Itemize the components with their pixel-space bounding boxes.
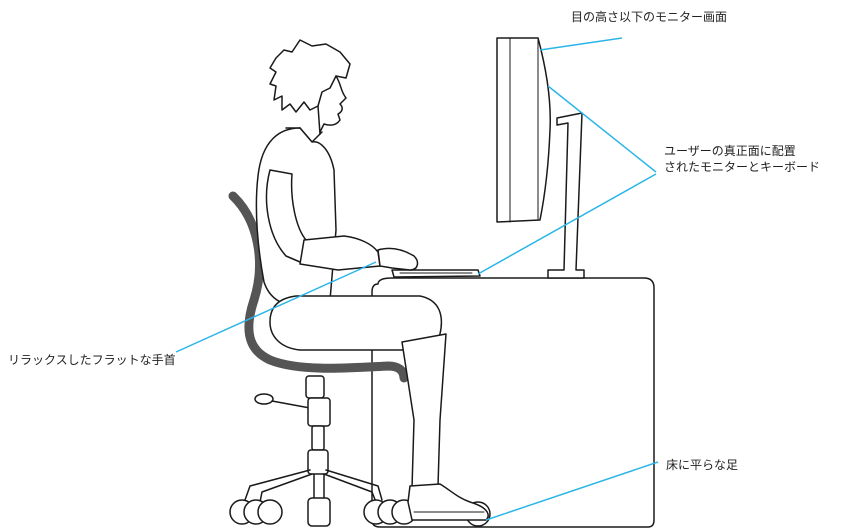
desk — [371, 277, 655, 528]
leader-lines — [175, 37, 659, 521]
leader-line-floor — [485, 461, 659, 521]
label-centered-line1: ユーザーの真正面に配置 — [664, 144, 796, 158]
leader-line-wrist — [175, 261, 377, 353]
keyboard — [391, 269, 481, 278]
label-centered-line2: されたモニターとキーボード — [664, 160, 821, 174]
label-wrist: リラックスしたフラットな手首 — [8, 353, 176, 367]
leader-line-centered-monitor — [547, 85, 657, 173]
monitor-stand — [547, 112, 585, 279]
label-floor: 床に平らな足 — [666, 458, 739, 472]
monitor — [496, 37, 551, 223]
leader-line-monitor — [539, 37, 623, 51]
label-monitor-eye-level: 目の高さ以下のモニター画面 — [571, 10, 728, 24]
leader-line-centered-keyboard — [477, 173, 657, 275]
